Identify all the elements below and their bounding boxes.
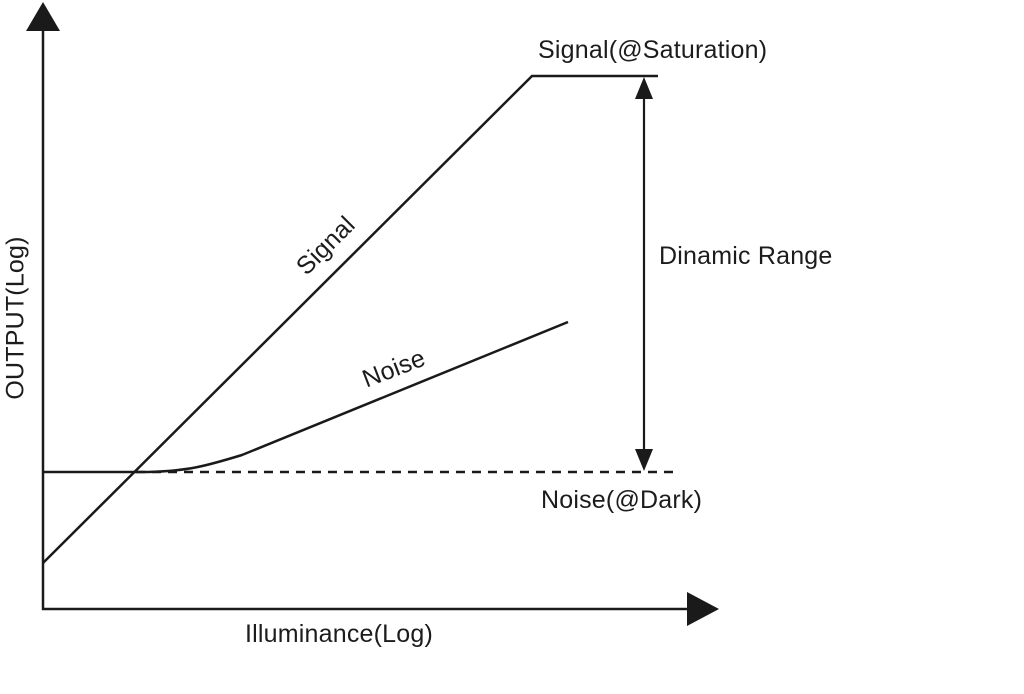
noise-line [43,320,569,474]
noise-dark-label: Noise(@Dark) [541,486,703,514]
dynamic-range-label: Dinamic Range [659,242,833,270]
y-axis-label: OUTPUT(Log) [1,236,30,400]
x-axis-label: Illuminance(Log) [245,620,434,648]
x-axis-arrowhead-icon [687,592,719,626]
dynamic-range-up-arrowhead-icon [635,77,653,99]
y-axis-arrowhead-icon [26,2,60,31]
signal-saturation-label: Signal(@Saturation) [538,36,768,64]
signal-line [42,74,658,564]
dynamic-range-down-arrowhead-icon [635,449,653,471]
